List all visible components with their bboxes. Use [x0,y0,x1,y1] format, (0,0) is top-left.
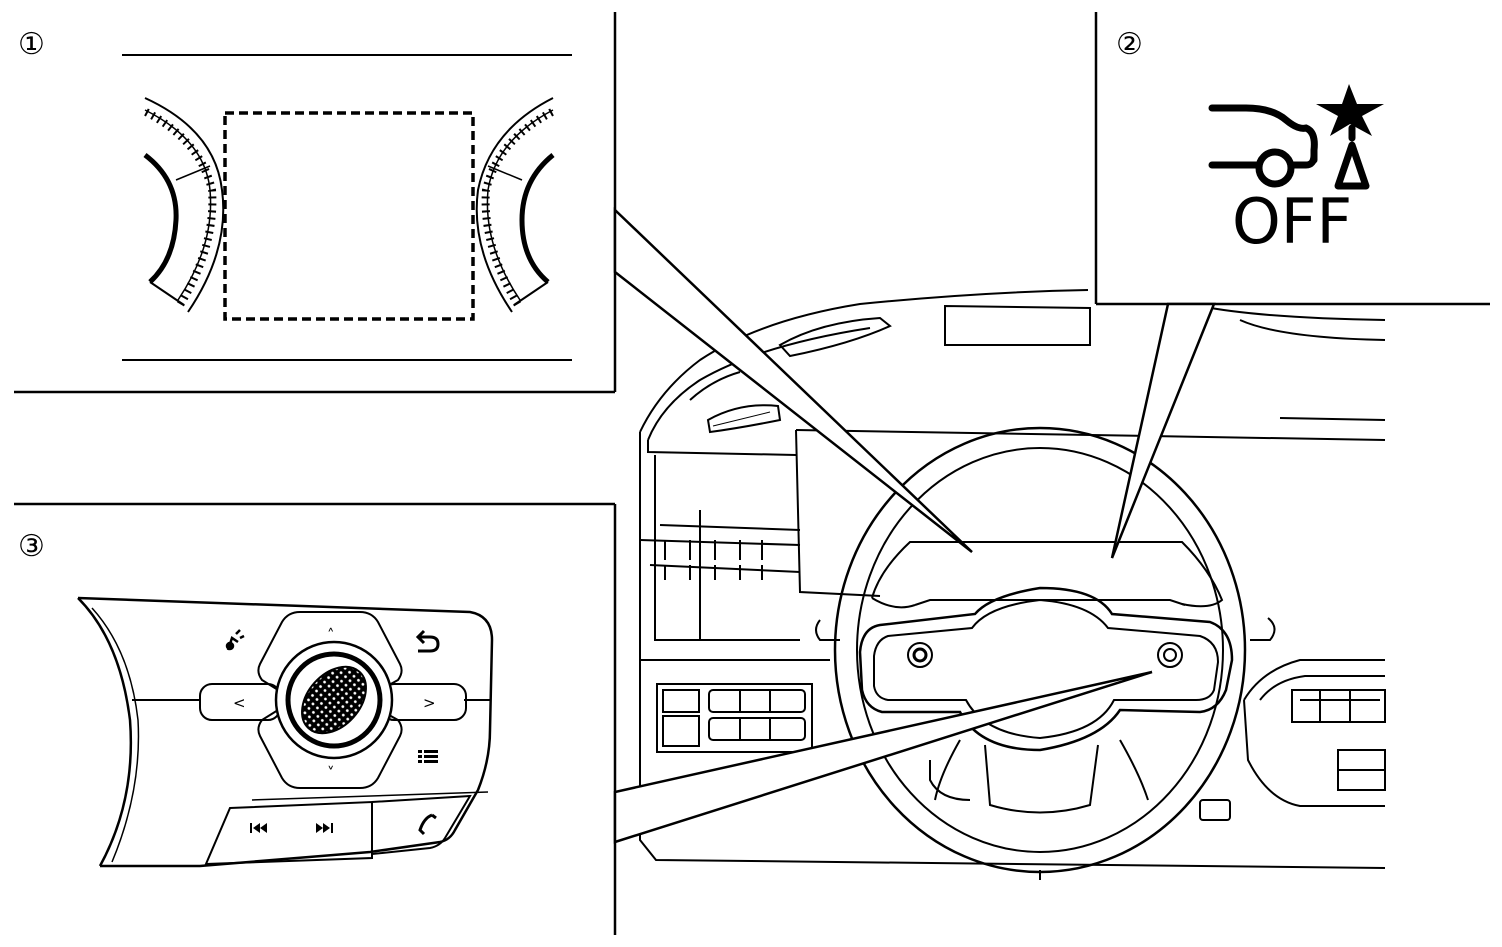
callout-number-2: ② [1116,27,1143,62]
steering-wheel [833,426,1247,874]
panel-warning-icon [1094,12,1490,306]
steering-switch-assembly [77,596,494,868]
pre-crash-seatbelt-off-icon [1208,104,1370,190]
next-track-icon [316,823,333,833]
callout-number-3: ③ [18,529,45,564]
off-label: OFF [1232,185,1352,258]
panel-steering-switch [14,502,617,935]
right-arrow-glyph: > [423,694,436,712]
leader-line-3 [613,670,1153,844]
panel-meter-display [14,12,617,394]
menu-list-icon [418,750,438,763]
left-switch-panel [656,683,813,753]
callout-leader-lines [613,207,1216,844]
display-area-frame [223,111,475,321]
track-buttons[interactable] [204,800,373,866]
callout-number-1: ① [18,27,45,62]
back-icon [415,629,440,653]
leader-line-1 [613,207,973,553]
down-arrow-glyph: ˅ [327,764,335,782]
right-gauge [475,97,555,313]
dpad-down-button[interactable] [257,709,403,789]
voice-recognition-icon [225,629,245,651]
phone-icon [418,813,437,836]
knob-knurled-grip [301,665,367,735]
left-vent-louvers [664,540,763,580]
up-arrow-glyph: ˄ [327,626,335,644]
phone-button[interactable] [371,794,472,855]
cockpit-illustration [639,289,1386,880]
left-gauge [143,97,225,313]
previous-track-icon [250,823,267,833]
leader-line-2 [1110,302,1216,559]
right-switch-panel [1291,689,1386,723]
left-arrow-glyph: < [233,694,246,712]
collision-star-icon [1316,84,1384,136]
